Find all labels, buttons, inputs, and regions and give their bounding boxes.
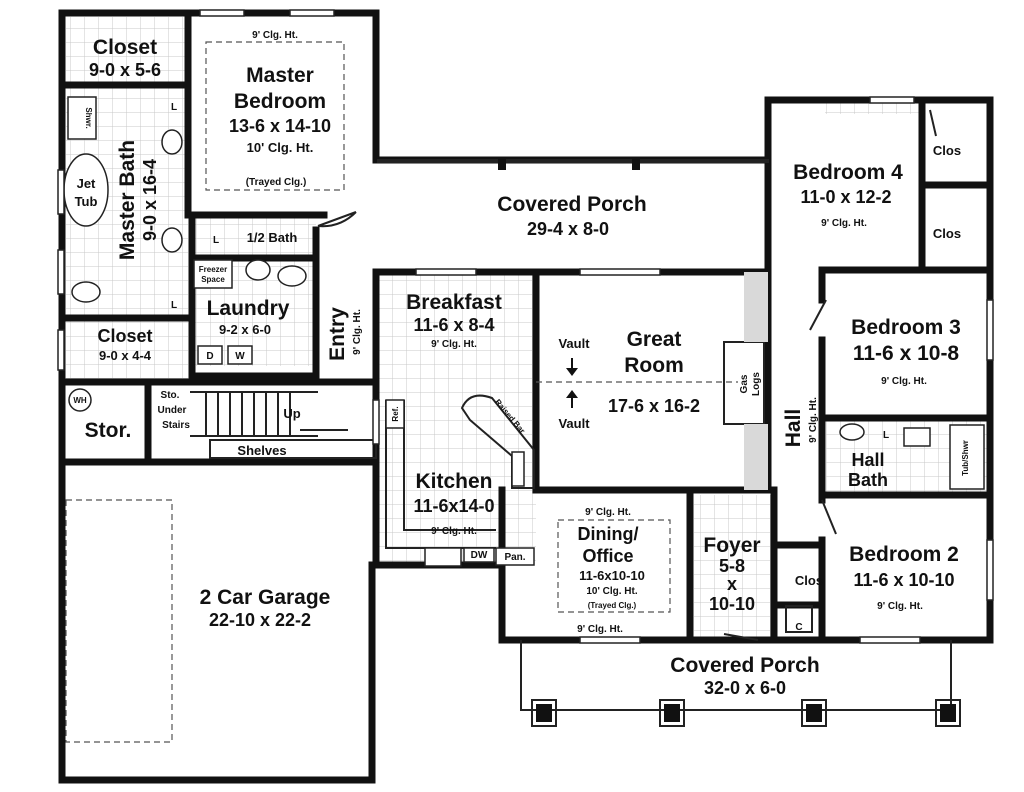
dining-clg: 10' Clg. Ht.: [586, 586, 637, 597]
bedroom4-name: Bedroom 4: [793, 161, 903, 184]
master-bedroom-clg: 10' Clg. Ht.: [247, 140, 314, 155]
master-bedroom-clg-top: 9' Clg. Ht.: [252, 30, 298, 41]
bedroom2-clg: 9' Clg. Ht.: [877, 601, 923, 612]
laundry-dim: 9-2 x 6-0: [219, 322, 271, 337]
sto-under-stairs-1: Sto.: [161, 390, 180, 401]
hall-bath-name1: Hall: [851, 450, 884, 470]
freezer-line2: Space: [201, 275, 225, 284]
hall-clg: 9' Clg. Ht.: [808, 397, 819, 443]
vault-bottom-label: Vault: [558, 416, 590, 431]
washer-label: W: [235, 351, 245, 362]
foyer-dim3: 10-10: [709, 594, 755, 614]
kitchen-name: Kitchen: [415, 470, 492, 493]
foyer-floor: [694, 495, 774, 637]
water-heater-label: WH: [73, 396, 87, 405]
master-bath-name: Master Bath: [116, 140, 139, 260]
bedroom3-name: Bedroom 3: [851, 316, 961, 339]
stairs-up-label: Up: [283, 406, 300, 421]
dishwasher-label: DW: [471, 550, 488, 561]
shelves-label: Shelves: [237, 443, 286, 458]
dining-clg-bottom: 9' Clg. Ht.: [577, 624, 623, 635]
garage-name: 2 Car Garage: [200, 586, 331, 609]
bedroom2-name: Bedroom 2: [849, 543, 959, 566]
pantry-label: Pan.: [504, 552, 525, 563]
gas-label: Gas: [739, 374, 750, 393]
dining-clg-top: 9' Clg. Ht.: [585, 507, 631, 518]
bedroom3-dim: 11-6 x 10-8: [853, 342, 960, 365]
great-room-dim: 17-6 x 16-2: [608, 396, 700, 416]
dryer-label: D: [206, 351, 213, 362]
foyer-dim1: 5-8: [719, 556, 745, 576]
master-bedroom-name2: Bedroom: [234, 90, 326, 113]
great-room-name2: Room: [624, 354, 684, 377]
bedroom4-clos2: Clos: [933, 226, 961, 241]
garage-dim: 22-10 x 22-2: [209, 610, 311, 630]
freezer-line1: Freezer: [199, 265, 227, 274]
covered-porch-rear-dim: 29-4 x 8-0: [527, 219, 609, 239]
details: [57, 9, 994, 743]
dining-name2: Office: [582, 546, 633, 566]
shower-label: Shwr.: [84, 107, 93, 128]
great-room-name1: Great: [627, 328, 682, 351]
dining-dim: 11-6x10-10: [579, 568, 645, 583]
linen-label-2: L: [171, 300, 177, 311]
closet-top-floor: [66, 17, 188, 85]
closet-bottom-dim: 9-0 x 4-4: [99, 348, 152, 363]
dining-name1: Dining/: [578, 524, 639, 544]
foyer-name: Foyer: [703, 534, 760, 557]
laundry-name: Laundry: [207, 297, 290, 320]
covered-porch-rear-name: Covered Porch: [497, 193, 646, 216]
sto-under-stairs-2: Under: [158, 405, 187, 416]
jet-tub-label1: Jet: [77, 176, 96, 191]
logs-label: Logs: [751, 372, 762, 396]
sto-under-stairs-3: Stairs: [162, 420, 190, 431]
bedroom4-dim: 11-0 x 12-2: [800, 187, 891, 207]
half-bath-name: 1/2 Bath: [247, 230, 298, 245]
closet-bottom-floor: [66, 320, 188, 380]
breakfast-clg: 9' Clg. Ht.: [431, 339, 477, 350]
kitchen-clg: 9' Clg. Ht.: [431, 526, 477, 537]
hall-name: Hall: [782, 409, 805, 448]
dining-note: (Trayed Clg.): [588, 601, 637, 610]
entry-clg: 9' Clg. Ht.: [352, 309, 363, 355]
covered-porch-front-dim: 32-0 x 6-0: [704, 678, 786, 698]
bedroom3-clg: 9' Clg. Ht.: [881, 376, 927, 387]
master-bedroom-dim: 13-6 x 14-10: [229, 116, 331, 136]
closet-bottom-name: Closet: [97, 326, 152, 346]
master-bedroom-name1: Master: [246, 64, 314, 87]
entry-name: Entry: [326, 307, 349, 361]
bedroom4-closet-floor: [825, 102, 925, 114]
bedroom4-clos1: Clos: [933, 143, 961, 158]
laundry-floor: [192, 218, 316, 366]
covered-porch-front-name: Covered Porch: [670, 654, 819, 677]
tub-shower-label: Tub/Shwr: [961, 440, 970, 476]
master-bath-dim: 9-0 x 16-4: [140, 159, 160, 241]
bedroom2-dim: 11-6 x 10-10: [853, 570, 954, 590]
storage-name: Stor.: [85, 419, 132, 442]
breakfast-dim: 11-6 x 8-4: [413, 315, 494, 335]
bedroom2-c: C: [795, 622, 802, 633]
master-bedroom-note: (Trayed Clg.): [246, 177, 307, 188]
vault-top-label: Vault: [558, 336, 590, 351]
linen-label-1: L: [171, 102, 177, 113]
closet-top-name: Closet: [93, 36, 157, 59]
foyer-dim2: x: [727, 574, 737, 594]
bedroom4-clg: 9' Clg. Ht.: [821, 218, 867, 229]
jet-tub-label2: Tub: [75, 194, 98, 209]
closet-top-dim: 9-0 x 5-6: [89, 60, 161, 80]
hall-bath-linen: L: [883, 430, 889, 441]
hall-bath-name2: Bath: [848, 470, 888, 490]
half-bath-linen: L: [213, 235, 219, 246]
bedroom2-clos: Clos: [795, 573, 823, 588]
breakfast-name: Breakfast: [406, 291, 502, 314]
kitchen-dim: 11-6x14-0: [413, 496, 494, 516]
ref-label: Ref.: [391, 406, 400, 421]
